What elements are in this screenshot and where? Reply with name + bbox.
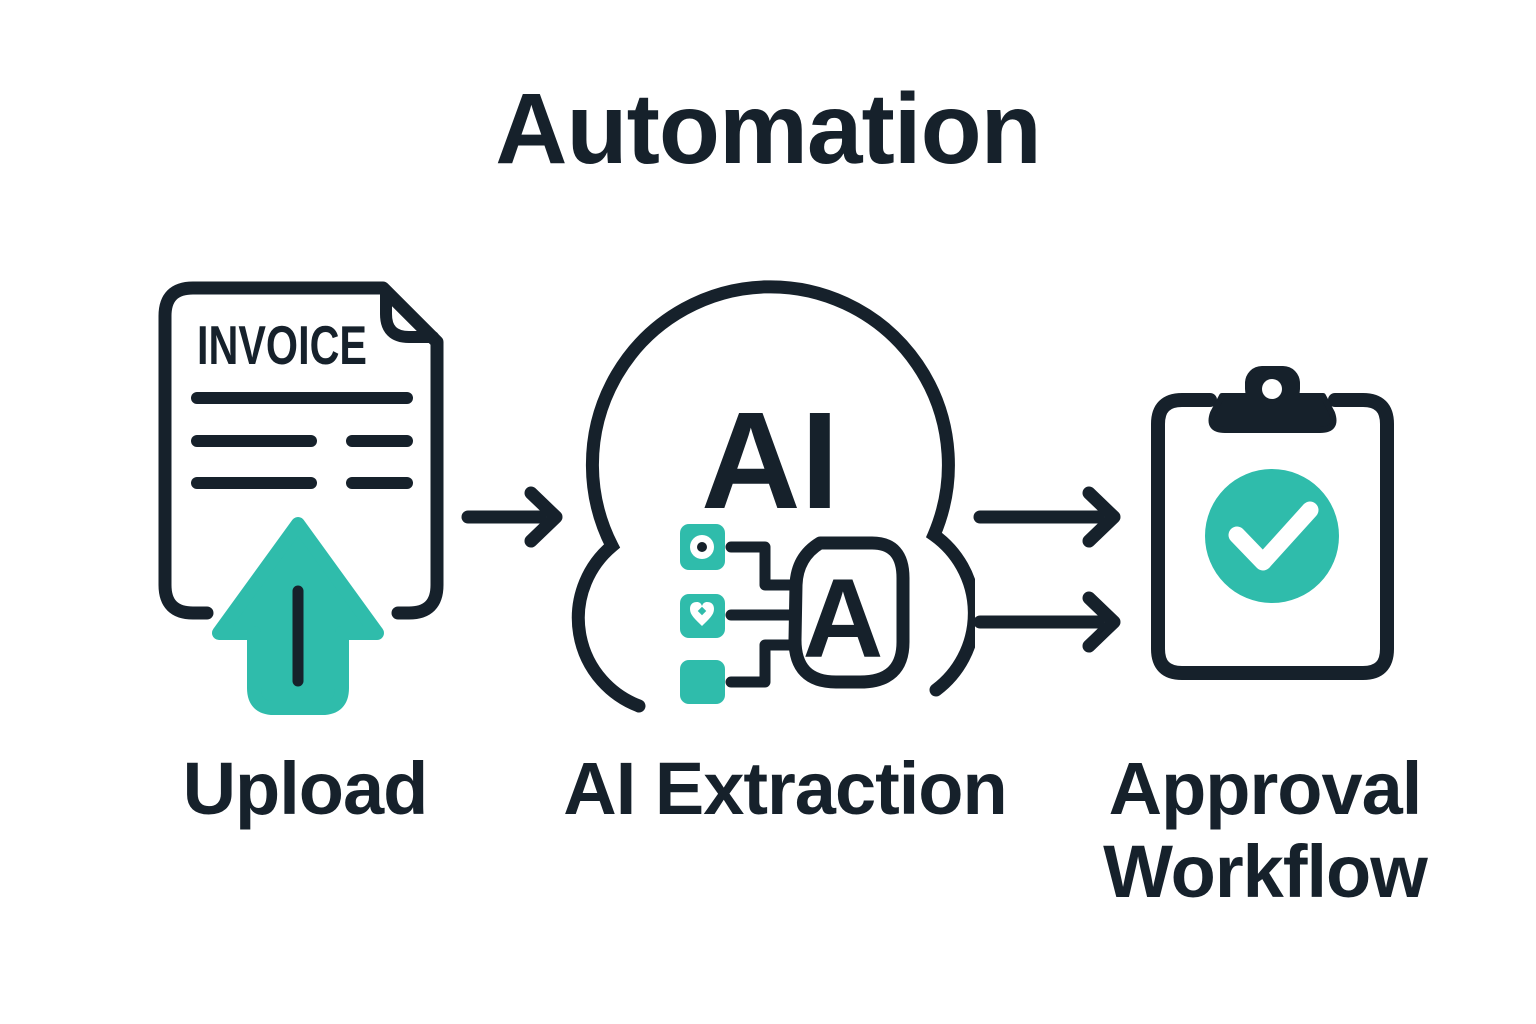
approval-label-line-2: Workflow [1103, 829, 1428, 913]
letter-badge-text: A [803, 556, 884, 681]
record-glyph-icon [690, 535, 714, 559]
upload-step-label: Upload [182, 747, 429, 830]
checkmark-icon [1228, 501, 1319, 571]
flow-arrow-extraction-to-approval-top [973, 486, 1121, 548]
extraction-nodes [680, 524, 725, 704]
heart-glyph-icon [690, 602, 714, 626]
ai-extraction-step-label: AI Extraction [563, 747, 1007, 830]
invoice-title-text: INVOICE [197, 314, 367, 376]
invoice-upload-icon: INVOICE [158, 281, 444, 720]
approval-check-circle [1205, 469, 1339, 603]
extraction-connectors [725, 541, 803, 688]
page-title: Automation [495, 73, 1041, 185]
upload-arrow-icon [207, 512, 389, 720]
letter-badge-outline [788, 536, 910, 689]
approval-label-line-1: Approval [1108, 747, 1423, 830]
cloud-ai-text: AI [701, 384, 839, 538]
clipboard-clip [1208, 366, 1337, 433]
flow-arrow-extraction-to-approval-bottom [973, 591, 1121, 653]
document-outline [158, 281, 444, 620]
document-text-lines [191, 392, 413, 489]
ai-cloud-icon: AI A [571, 280, 975, 713]
document-fold-corner [380, 285, 439, 343]
field-node-bottom [680, 660, 725, 704]
flow-arrow-upload-to-extraction [461, 486, 563, 548]
approval-clipboard-icon [1151, 366, 1394, 680]
approval-workflow-step-label: Approval Workflow [1075, 747, 1455, 914]
